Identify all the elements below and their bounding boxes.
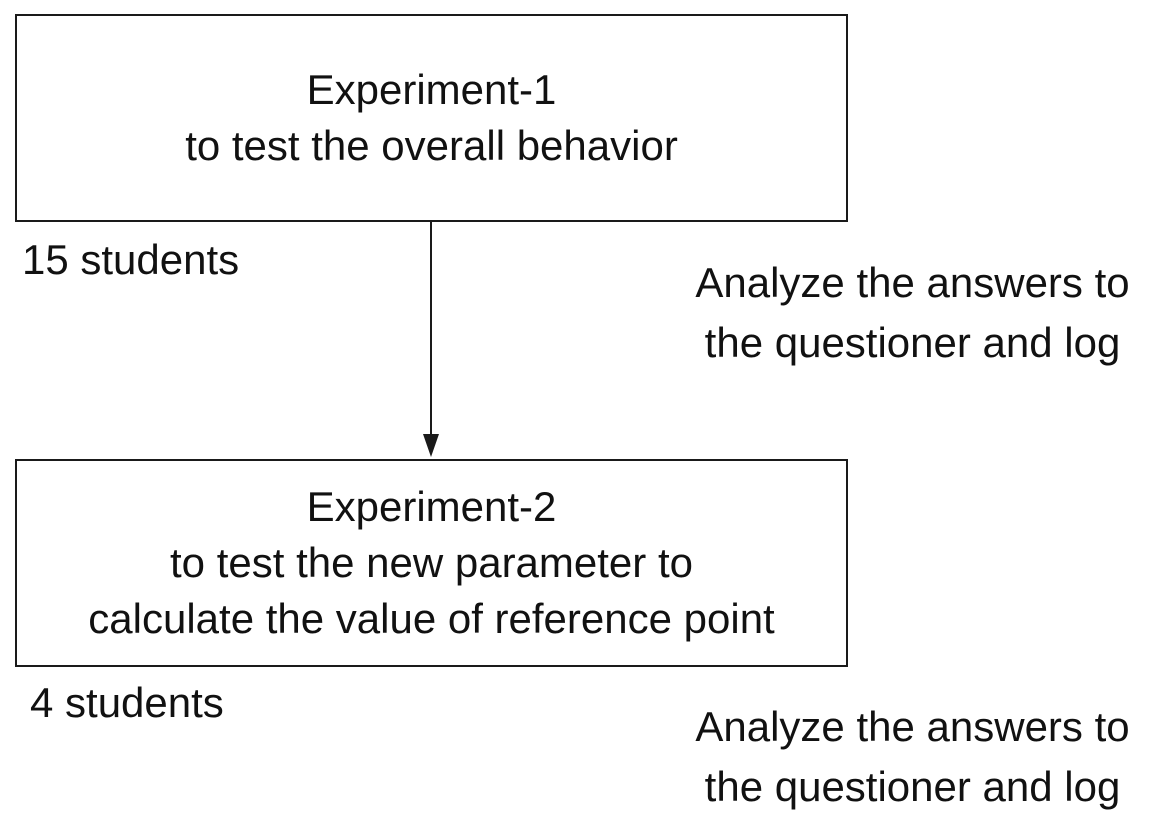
experiment-2-analysis-line-2: the questioner and log [704,763,1121,810]
experiment-2-description-line-1: to test the new parameter to [170,539,693,586]
experiment-2-title: Experiment-2 [306,483,557,530]
experiment-1-description: to test the overall behavior [185,122,678,169]
experiment-2-participants: 4 students [30,679,224,726]
experiment-1-analysis-note: Analyze the answers to the questioner an… [660,253,1165,373]
experiment-2-description-line-2: calculate the value of reference point [88,595,775,642]
experiment-1-participants: 15 students [22,236,240,283]
experiment-1-analysis-line-1: Analyze the answers to [695,259,1130,306]
experiment-2-analysis-note: Analyze the answers to the questioner an… [660,697,1165,817]
arrowhead-icon [423,434,439,457]
experiment-1-analysis-line-2: the questioner and log [704,319,1121,366]
experiment-2-analysis-line-1: Analyze the answers to [695,703,1130,750]
experiment-2-box: Experiment-2 to test the new parameter t… [15,459,848,667]
experiment-1-title: Experiment-1 [306,66,557,113]
experiment-1-box: Experiment-1 to test the overall behavio… [15,14,848,222]
